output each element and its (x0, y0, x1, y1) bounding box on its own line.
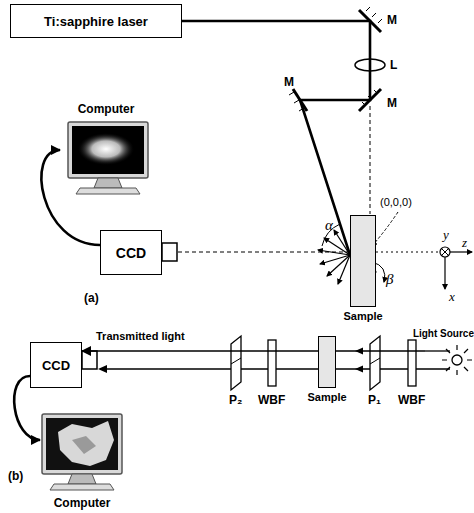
scatter-ray (318, 250, 350, 255)
edge-label: Transmitted light (96, 331, 185, 342)
monitor-screen (46, 418, 118, 470)
arrow-head (355, 366, 363, 373)
box-label: CCD (42, 358, 70, 373)
mirror-hatching (362, 90, 378, 106)
monitor-screen (72, 126, 144, 174)
box-label: Ti:sapphire laser (44, 14, 148, 29)
arrow-head (98, 365, 107, 373)
mirror-hatching (366, 7, 382, 23)
axis-label: y (443, 228, 449, 241)
laser-box: Ti:sapphire laser (10, 4, 182, 38)
part-label: M (284, 76, 294, 88)
axis-into-page (440, 247, 450, 257)
polarizer (370, 336, 380, 390)
axis-label: z (462, 236, 467, 249)
computer-label: Computer (30, 496, 134, 510)
lens (355, 59, 385, 71)
monitor-frame (68, 122, 148, 178)
sample-slab: Sample (338, 212, 388, 327)
part-label: WBF (258, 394, 285, 406)
mirror (359, 10, 381, 32)
camera-lens (162, 243, 177, 261)
band-filter (268, 340, 276, 386)
scatter-ray (334, 230, 350, 255)
sample-outline (318, 336, 336, 388)
light-ray (425, 350, 450, 351)
sample-slab: Sample (305, 334, 349, 409)
part-label: M (387, 97, 397, 109)
polarizer (231, 358, 241, 364)
axis-arrow (450, 251, 472, 252)
camera-box: CCD (30, 342, 82, 388)
part-label: (a) (84, 292, 99, 304)
angle-symbol: β (386, 272, 393, 287)
monitor-frame (42, 414, 122, 474)
mirror-hatching (289, 92, 304, 111)
axis-arrow (444, 257, 445, 289)
light-source: Light Source (425, 328, 474, 378)
axis-label: x (449, 290, 455, 303)
polarizer (370, 358, 380, 364)
box-label: CCD (116, 245, 146, 261)
monitor-stand (76, 188, 140, 194)
scatter-ray (338, 255, 350, 284)
camera-lens (82, 351, 97, 369)
light-ray (82, 350, 425, 351)
part-label: P₁ (368, 394, 381, 406)
part-label: (b) (8, 470, 23, 482)
monitor-stand (68, 474, 96, 484)
arrow-head (355, 348, 363, 355)
source-label: Light Source (413, 328, 474, 339)
computer-label: Computer (50, 102, 162, 116)
camera-box: CCD (100, 230, 162, 275)
speckle-image (78, 133, 134, 165)
data-arrow (41, 150, 100, 245)
dashed-reference-line (370, 106, 371, 214)
light-source-symbol (452, 355, 462, 365)
light-source-rays (442, 345, 472, 375)
sample-outline (350, 215, 376, 307)
part-label: P₂ (229, 394, 242, 406)
tissue-image (58, 421, 114, 466)
laser-beam (182, 21, 370, 255)
part-label: WBF (398, 394, 425, 406)
polarizer (231, 336, 241, 390)
part-label: L (390, 59, 397, 71)
part-label: (0,0,0) (380, 197, 412, 208)
imaging-axis (178, 252, 350, 253)
part-label: M (387, 14, 397, 26)
sample-label: Sample (285, 391, 369, 403)
band-filter (408, 340, 416, 386)
monitor-stand (94, 178, 122, 188)
scatter-ray (327, 255, 350, 276)
sample-label: Sample (318, 310, 408, 322)
monitor-stand (50, 484, 114, 490)
imaging-axis (376, 252, 439, 253)
mirror (293, 89, 307, 111)
computer-monitor: Computer (40, 410, 124, 512)
computer-monitor: Computer (60, 102, 152, 198)
axis-into-page (442, 249, 449, 256)
angle-symbol: α (325, 218, 333, 233)
tissue-image (72, 436, 96, 454)
